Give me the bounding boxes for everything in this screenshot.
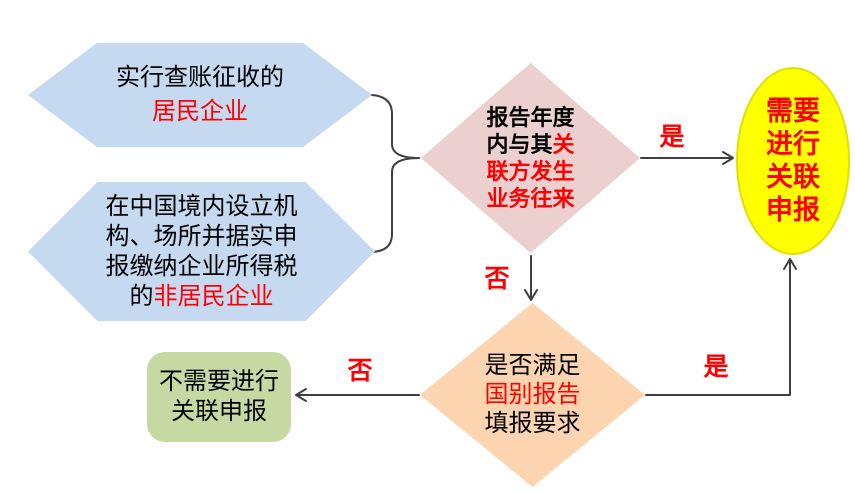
arrow-yes-to-required <box>640 151 734 165</box>
related-party-line3: 联方发生 <box>486 159 575 184</box>
node-resident-enterprise: 实行查账征收的 居民企业 <box>28 43 372 147</box>
required-line3: 关联 <box>766 162 820 192</box>
edge-label-yes-from-cbc: 是 <box>703 354 729 381</box>
related-party-line1: 报告年度 <box>486 105 575 130</box>
arrow-yes-from-cbc <box>645 258 797 396</box>
not-required-line2: 关联申报 <box>171 399 267 425</box>
required-line1: 需要 <box>766 96 820 126</box>
resident-line2: 居民企业 <box>152 99 248 125</box>
arrow-no-to-cbc <box>524 255 538 301</box>
cbc-line3: 填报要求 <box>484 410 581 437</box>
nonresident-line2: 构、场所并据实申 <box>105 223 298 250</box>
brace-connector <box>370 94 420 253</box>
node-filing-required: 需要 进行 关联 申报 <box>736 67 850 255</box>
required-line4: 申报 <box>766 195 820 225</box>
nonresident-line4: 的非居民企业 <box>129 283 274 310</box>
node-no-filing-required: 不需要进行 关联申报 <box>147 352 291 442</box>
related-party-line4: 业务往来 <box>486 186 575 211</box>
resident-line1: 实行查账征收的 <box>116 65 284 91</box>
required-line2: 进行 <box>766 129 820 159</box>
cbc-line2: 国别报告 <box>484 381 581 408</box>
edge-label-yes-to-required: 是 <box>659 124 685 151</box>
nonresident-line3: 报缴纳企业所得税 <box>105 253 298 280</box>
node-nonresident-enterprise: 在中国境内设立机 构、场所并据实申 报缴纳企业所得税 的非居民企业 <box>28 182 375 321</box>
edge-label-no-to-not-required: 否 <box>347 358 373 385</box>
cbc-line1: 是否满足 <box>484 352 581 379</box>
arrow-no-to-not-required <box>295 388 420 402</box>
edge-label-no-to-cbc: 否 <box>484 266 510 293</box>
nonresident-line1: 在中国境内设立机 <box>105 193 298 220</box>
not-required-line1: 不需要进行 <box>159 369 279 395</box>
related-party-line2: 内与其关 <box>486 132 575 157</box>
